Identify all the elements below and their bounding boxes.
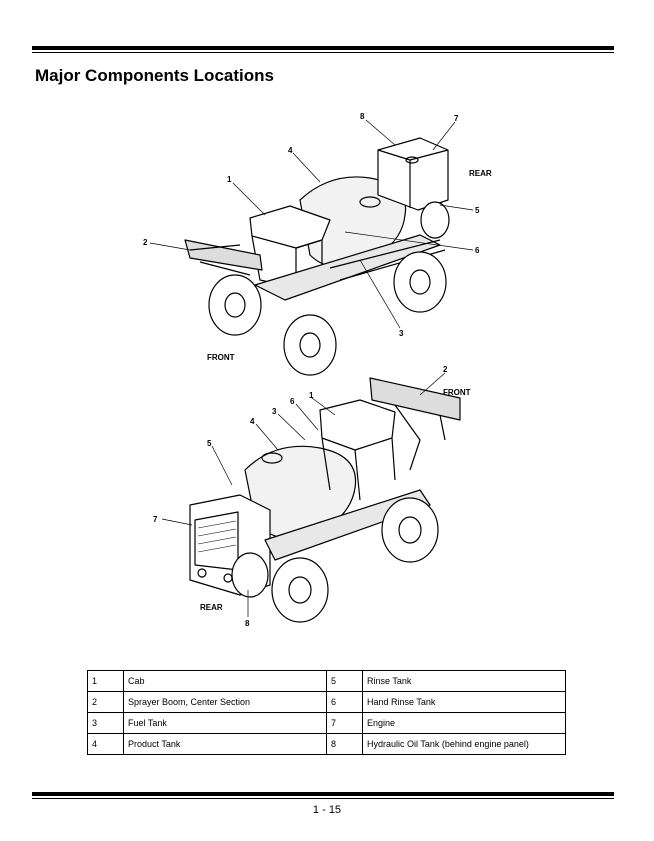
component-name: Hand Rinse Tank	[362, 691, 566, 713]
component-number: 4	[87, 733, 124, 755]
bottom-sprayer-illustration	[161, 372, 461, 623]
component-name: Hydraulic Oil Tank (behind engine panel)	[362, 733, 566, 755]
bottom-callout-1: 1	[309, 391, 314, 400]
header-rule-thick	[32, 46, 614, 50]
component-number: 5	[326, 670, 363, 692]
footer-rule-thin	[32, 798, 614, 799]
footer-rule-thick	[32, 792, 614, 796]
bottom-callout-5: 5	[207, 439, 212, 448]
component-name: Engine	[362, 712, 566, 734]
component-number: 8	[326, 733, 363, 755]
table-row: 2 Sprayer Boom, Center Section 6 Hand Ri…	[87, 691, 566, 713]
component-number: 1	[87, 670, 124, 692]
top-callout-5: 5	[475, 206, 480, 215]
top-callout-3: 3	[399, 329, 404, 338]
page-number: 1 - 15	[312, 804, 342, 816]
bottom-callout-3: 3	[272, 407, 277, 416]
table-row: 3 Fuel Tank 7 Engine	[87, 712, 566, 734]
top-callout-2: 2	[143, 238, 148, 247]
bottom-callout-2: 2	[443, 365, 448, 374]
components-table: 1 Cab 5 Rinse Tank 2 Sprayer Boom, Cente…	[87, 670, 566, 755]
component-name: Product Tank	[123, 733, 327, 755]
bottom-label-rear: REAR	[200, 603, 223, 612]
component-name: Rinse Tank	[362, 670, 566, 692]
bottom-callout-6: 6	[290, 397, 295, 406]
top-callout-8: 8	[360, 112, 365, 121]
table-row: 1 Cab 5 Rinse Tank	[87, 670, 566, 692]
top-label-rear: REAR	[469, 169, 492, 178]
bottom-callout-4: 4	[250, 417, 255, 426]
component-name: Sprayer Boom, Center Section	[123, 691, 327, 713]
top-sprayer-illustration	[149, 119, 474, 376]
top-callout-1: 1	[227, 175, 232, 184]
bottom-callout-8: 8	[245, 619, 250, 628]
header-rule-thin	[32, 52, 614, 53]
bottom-label-front: FRONT	[443, 388, 471, 397]
component-number: 7	[326, 712, 363, 734]
table-row: 4 Product Tank 8 Hydraulic Oil Tank (beh…	[87, 733, 566, 755]
component-number: 2	[87, 691, 124, 713]
component-name: Fuel Tank	[123, 712, 327, 734]
component-name: Cab	[123, 670, 327, 692]
top-callout-6: 6	[475, 246, 480, 255]
component-number: 6	[326, 691, 363, 713]
page-title: Major Components Locations	[35, 66, 274, 85]
top-callout-7: 7	[454, 114, 459, 123]
top-callout-4: 4	[288, 146, 293, 155]
bottom-callout-7: 7	[153, 515, 158, 524]
component-number: 3	[87, 712, 124, 734]
top-label-front: FRONT	[207, 353, 235, 362]
